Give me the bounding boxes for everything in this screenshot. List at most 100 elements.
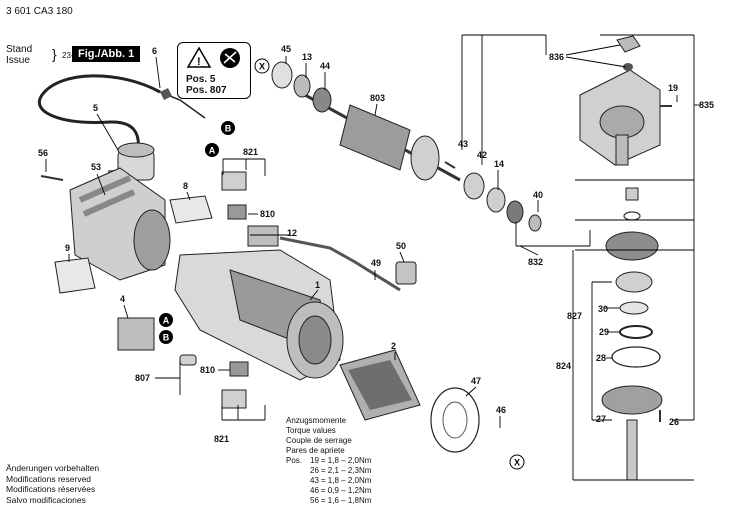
part-label-45: 45 — [281, 44, 291, 54]
power-cord — [37, 74, 206, 151]
part-label-824: 824 — [556, 361, 571, 371]
torque-pos: 43 — [310, 476, 319, 485]
retaining-ring-29 — [619, 325, 653, 339]
label-plate-9 — [54, 257, 96, 294]
fan-baffle — [430, 387, 480, 453]
part-number: 3 601 CA3 180 — [6, 6, 73, 17]
svg-text:!: ! — [197, 56, 201, 68]
carbon-brush-top — [227, 204, 247, 220]
torque-range: = 2,1 – 2,3Nm — [320, 466, 372, 475]
part-label-47: 47 — [471, 376, 481, 386]
part-label-53: 53 — [91, 162, 101, 172]
svg-text:B: B — [225, 124, 232, 134]
screw-43 — [444, 161, 456, 169]
torque-title-de: Anzugsmomente — [286, 416, 347, 425]
part-label-26: 26 — [669, 417, 679, 427]
torque-title-fr: Couple de serrage — [286, 436, 352, 445]
marker-x-top: X — [254, 58, 270, 74]
torque-range: = 1,8 – 2,0Nm — [320, 476, 372, 485]
part-label-6: 6 — [152, 46, 157, 56]
stand-label: Stand — [6, 44, 33, 55]
part-label-14: 14 — [494, 159, 504, 169]
part-label-835: 835 — [699, 100, 714, 110]
bevel-gear — [605, 231, 659, 261]
part-label-46: 46 — [496, 405, 506, 415]
leader-lines — [45, 34, 700, 481]
part-label-1: 1 — [315, 280, 320, 290]
part-label-50: 50 — [396, 241, 406, 251]
cap-807 — [179, 354, 197, 366]
pin-component — [625, 187, 639, 201]
part-label-43: 43 — [458, 139, 468, 149]
o-ring-28 — [611, 346, 661, 368]
torque-pos: 26 — [310, 466, 319, 475]
torque-table: Pos. 19 = 1,8 – 2,0Nm 26 = 2,1 – 2,3Nm 4… — [286, 456, 373, 506]
svg-text:X: X — [514, 458, 520, 468]
part-label-40: 40 — [533, 190, 543, 200]
warning-triangle-icon: ! — [186, 46, 240, 68]
ring-42 — [463, 172, 485, 200]
main-housing — [174, 249, 344, 381]
washer-30 — [619, 301, 649, 315]
torque-range: = 1,6 – 1,8Nm — [320, 496, 372, 505]
torque-values-block: Anzugsmomente Torque values Couple de se… — [286, 416, 373, 506]
ball-bearing-827 — [615, 271, 653, 293]
torque-range: = 0,9 – 1,2Nm — [320, 486, 372, 495]
spindle-lock-button — [616, 35, 641, 53]
gear-housing — [579, 69, 661, 166]
part-label-803: 803 — [370, 93, 385, 103]
switch-slider — [395, 261, 417, 285]
switch-rod — [279, 236, 401, 292]
gear-44 — [312, 87, 332, 113]
part-label-832: 832 — [528, 257, 543, 267]
torque-pos: 46 — [310, 486, 319, 495]
part-label-42: 42 — [477, 150, 487, 160]
part-label-30: 30 — [598, 304, 608, 314]
ring-40 — [528, 214, 542, 232]
svg-text:A: A — [209, 146, 216, 156]
bearing-45 — [271, 61, 293, 89]
part-labels: 56 53 5 6 8 9 4 821 810 12 1 2 49 50 807… — [38, 44, 714, 444]
field-stator — [339, 349, 421, 421]
torque-pos: 19 — [310, 456, 319, 465]
torque-pos: 56 — [310, 496, 319, 505]
marker-a-top: A — [205, 143, 219, 157]
switch-unit — [247, 225, 279, 247]
torque-row: Pos. 19 = 1,8 – 2,0Nm — [286, 456, 373, 466]
spring-836 — [623, 63, 633, 71]
issue-label: Issue — [6, 55, 30, 66]
part-label-49: 49 — [371, 258, 381, 268]
note-en: Modifications reserved — [6, 473, 92, 484]
part-label-810-top: 810 — [260, 209, 275, 219]
part-label-29: 29 — [599, 327, 609, 337]
bearing-14 — [486, 187, 506, 213]
part-label-4: 4 — [120, 294, 125, 304]
marker-b-mid: B — [159, 330, 173, 344]
marker-x-bottom: X — [509, 454, 525, 470]
warning-pos-5: Pos. 5 — [186, 74, 216, 85]
part-label-19: 19 — [668, 83, 678, 93]
torque-row: 46 = 0,9 – 1,2Nm — [286, 486, 373, 496]
armature — [304, 93, 461, 182]
brush-holder-bottom — [221, 389, 247, 409]
part-label-13: 13 — [302, 52, 312, 62]
carbon-brush-bottom — [229, 361, 249, 377]
spindle — [626, 419, 638, 481]
part-label-807: 807 — [135, 373, 150, 383]
warning-box: ! Pos. 5 Pos. 807 — [177, 42, 251, 99]
bearing-13 — [293, 74, 311, 98]
part-label-827: 827 — [567, 311, 582, 321]
brace-icon: } — [52, 46, 57, 62]
torque-title-en: Torque values — [286, 426, 336, 435]
note-es: Salvo modificaciones — [6, 494, 86, 505]
part-label-2: 2 — [391, 341, 396, 351]
rear-housing-cover — [69, 167, 171, 281]
torque-range: = 1,8 – 2,0Nm — [320, 456, 372, 465]
part-label-28: 28 — [596, 353, 606, 363]
brush-holder-top — [221, 171, 247, 191]
part-label-836: 836 — [549, 52, 564, 62]
part-label-810-bottom: 810 — [200, 365, 215, 375]
svg-text:A: A — [163, 316, 170, 326]
svg-text:X: X — [259, 62, 265, 72]
